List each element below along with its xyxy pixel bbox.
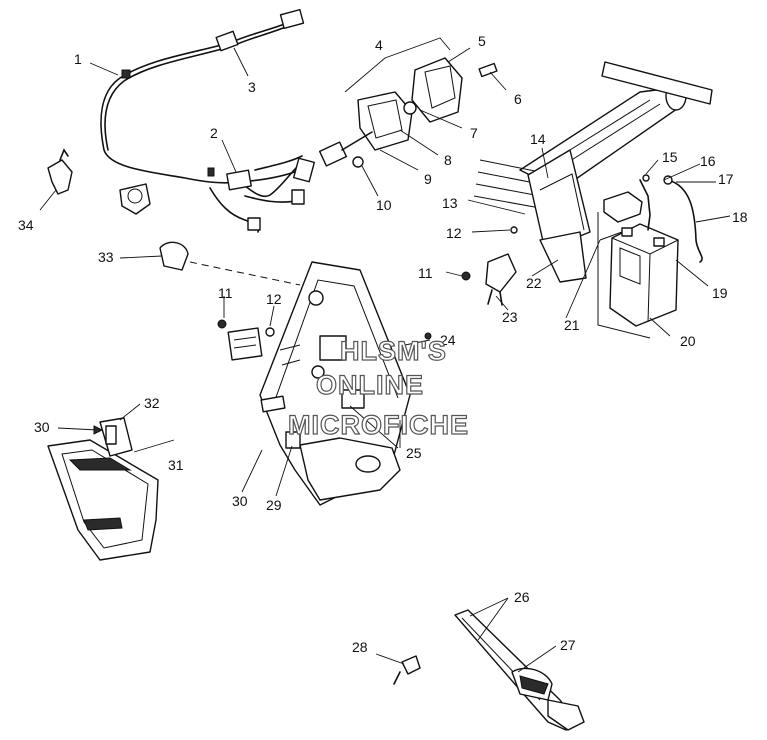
callout-12b: 12 <box>266 291 282 307</box>
callout-8: 8 <box>444 152 452 168</box>
callout-22: 22 <box>526 275 542 291</box>
callout-17: 17 <box>718 171 734 187</box>
watermark-line-3: MICROFICHE <box>288 410 469 440</box>
callout-23: 23 <box>502 309 518 325</box>
callout-20: 20 <box>680 333 696 349</box>
callout-7: 7 <box>470 125 478 141</box>
callout-21: 21 <box>564 317 580 333</box>
callout-labels: 1 2 3 4 5 6 7 8 9 10 11 12 13 14 15 16 1… <box>18 33 748 655</box>
callout-6: 6 <box>514 91 522 107</box>
callout-32: 32 <box>144 395 160 411</box>
leader-lines <box>39 37 731 673</box>
callout-9: 9 <box>424 171 432 187</box>
watermark-line-2: ONLINE <box>316 370 424 400</box>
callout-34: 34 <box>18 217 34 233</box>
callout-10: 10 <box>376 197 392 213</box>
reflector-parts <box>393 655 421 685</box>
battery-group <box>597 174 703 339</box>
callout-19: 19 <box>712 285 728 301</box>
callout-24: 24 <box>440 332 456 348</box>
relay-bracket <box>461 226 518 306</box>
callout-30: 30 <box>232 493 248 509</box>
callout-26: 26 <box>514 589 530 605</box>
callout-33: 33 <box>98 249 114 265</box>
callout-15: 15 <box>662 149 678 165</box>
callout-31: 31 <box>168 457 184 473</box>
callout-13: 13 <box>442 195 458 211</box>
callout-16: 16 <box>700 153 716 169</box>
callout-30b: 30 <box>34 419 50 435</box>
callout-28: 28 <box>352 639 368 655</box>
watermark-line-1: HLSM'S <box>340 336 447 366</box>
callout-12: 12 <box>446 225 462 241</box>
main-bracket-panel <box>259 261 432 506</box>
callout-18: 18 <box>732 209 748 225</box>
callout-5: 5 <box>478 33 486 49</box>
wiring-harness <box>100 8 316 233</box>
tail-light-assembly <box>318 57 498 168</box>
callout-1: 1 <box>74 51 82 67</box>
callout-29: 29 <box>266 497 282 513</box>
flasher-relay <box>217 319 275 361</box>
watermark: HLSM'S ONLINE MICROFICHE <box>287 335 469 440</box>
callout-27: 27 <box>560 637 576 653</box>
license-light <box>454 609 585 731</box>
callout-4: 4 <box>375 37 383 53</box>
callout-11b: 11 <box>218 285 233 301</box>
cover-panel <box>47 417 159 561</box>
callout-2: 2 <box>210 125 218 141</box>
callout-3: 3 <box>248 79 256 95</box>
callout-11: 11 <box>418 265 433 281</box>
callout-25: 25 <box>406 445 422 461</box>
rear-frame <box>473 61 713 283</box>
callout-14: 14 <box>530 131 546 147</box>
clamp-parts <box>47 148 301 286</box>
